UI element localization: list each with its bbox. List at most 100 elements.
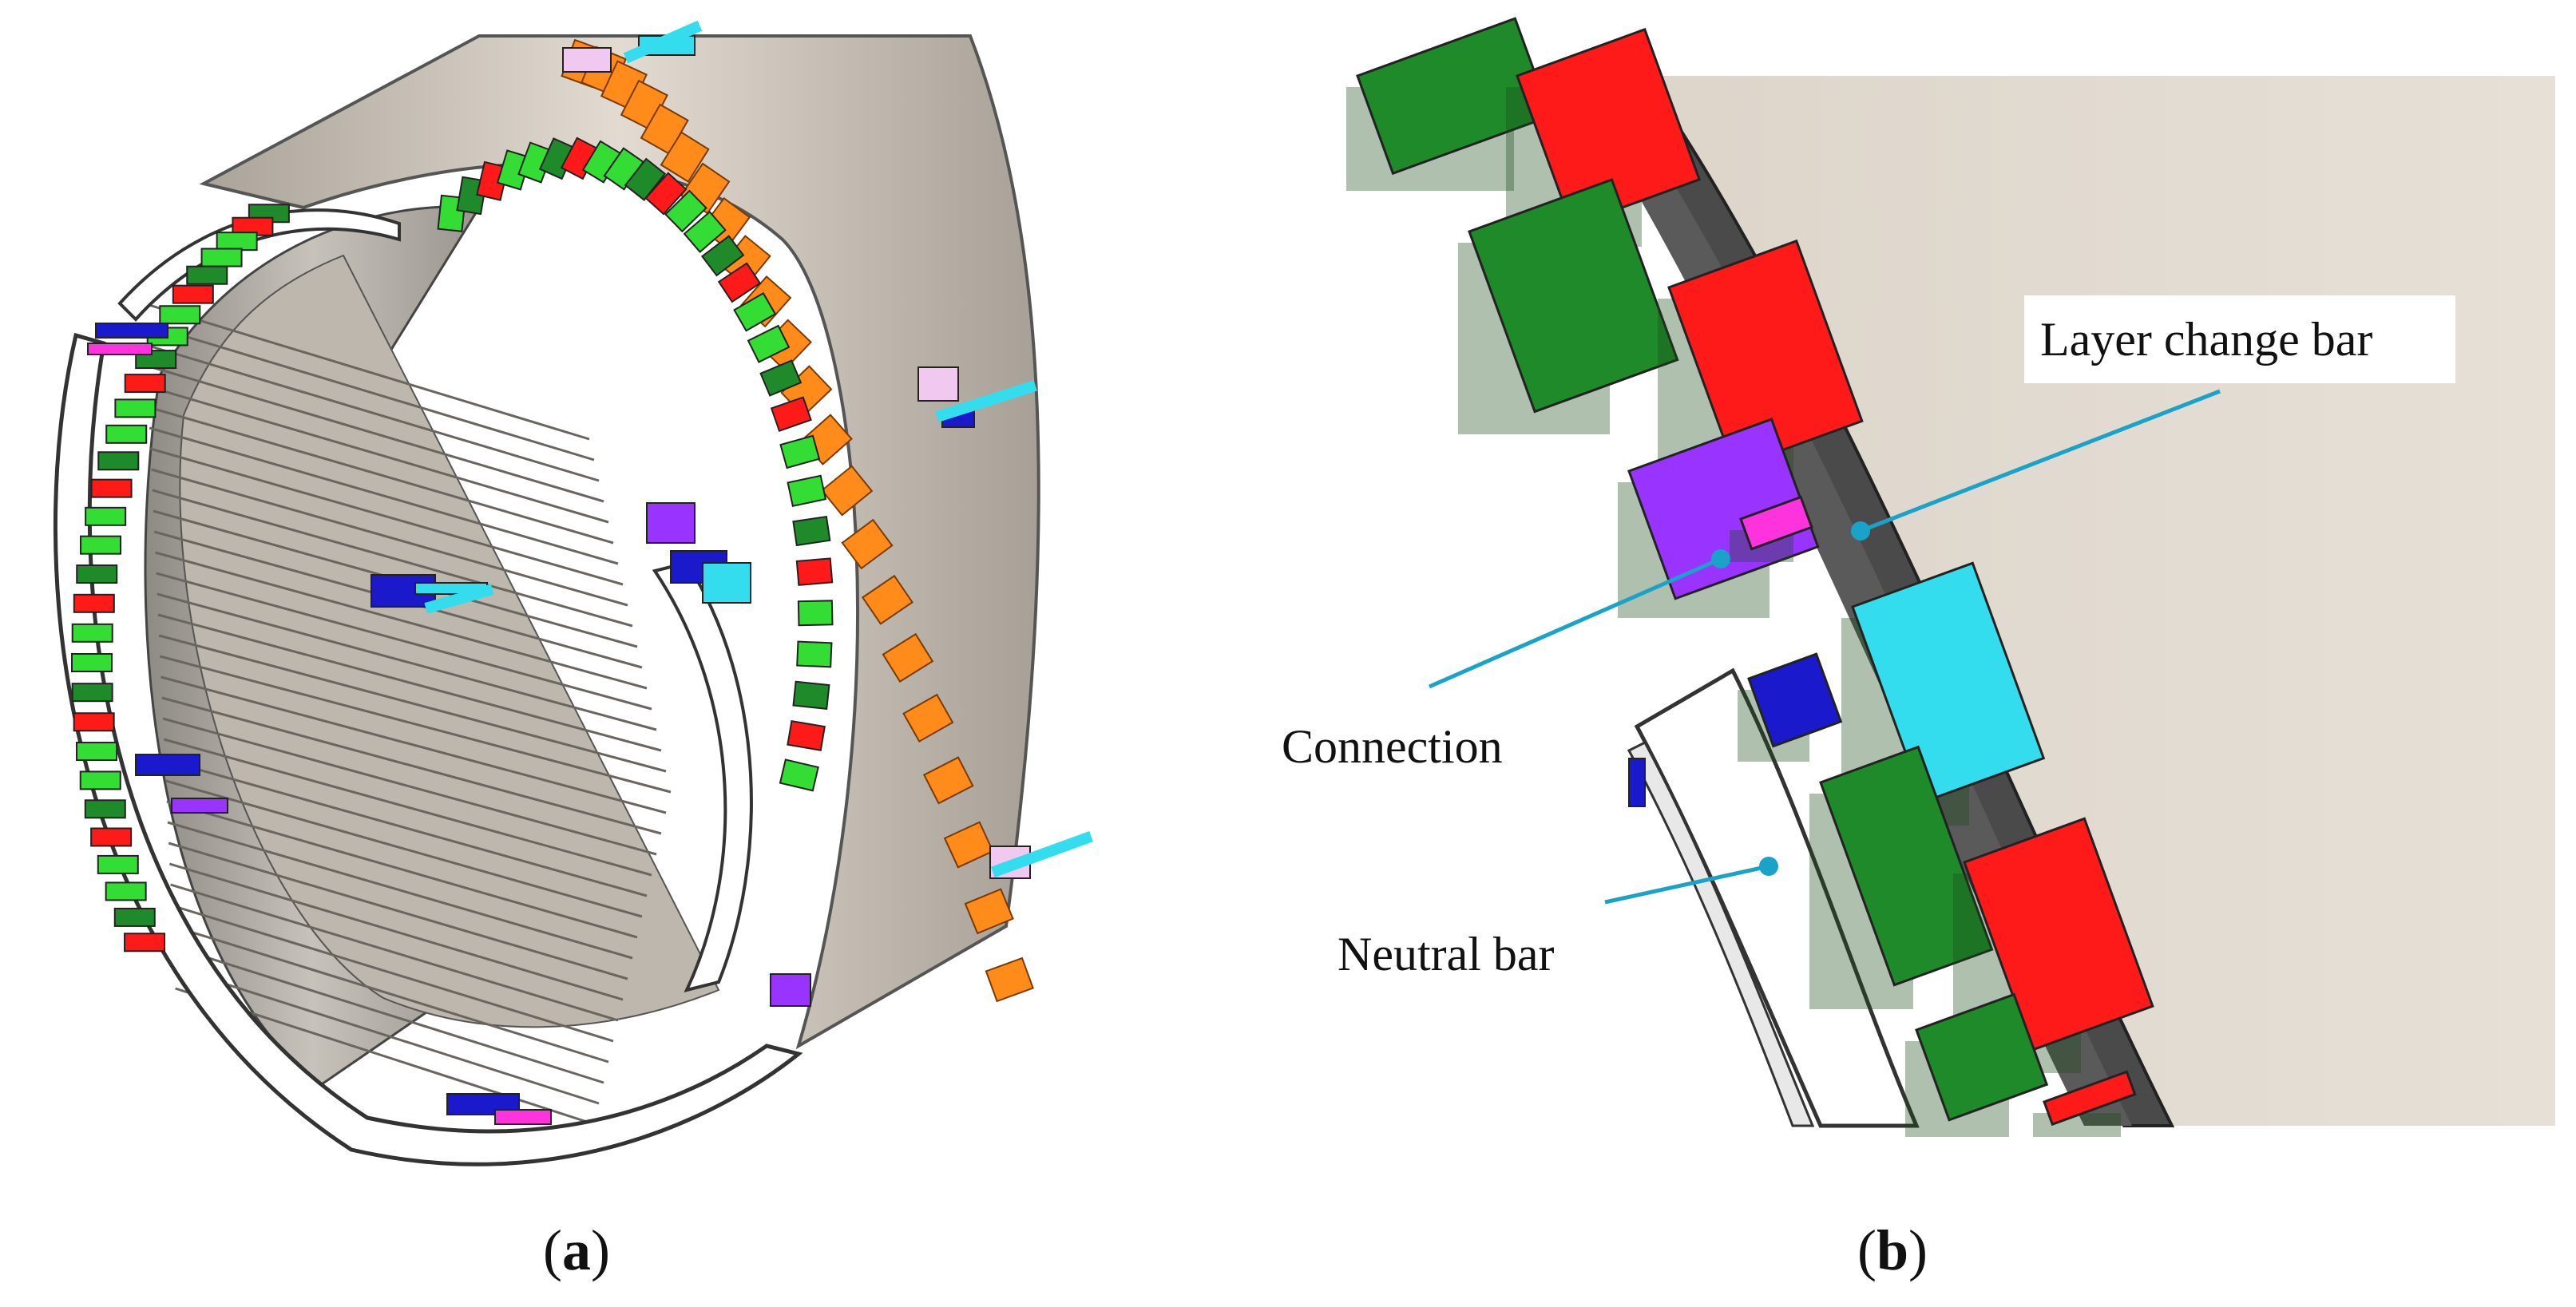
stator-slot-line (149, 426, 619, 565)
connector-bar (770, 973, 811, 1007)
connector-bar (646, 502, 696, 544)
coil (114, 398, 157, 418)
coil (779, 434, 821, 469)
stator-slot-line (152, 489, 633, 628)
coil (71, 653, 113, 673)
coil (1915, 992, 2049, 1122)
coil-orange (902, 693, 954, 743)
panel-a-stator-ring (53, 20, 1093, 1166)
coil (105, 424, 148, 444)
panel-a-caption: (a) (543, 1218, 610, 1282)
terminal-lead (623, 20, 703, 64)
stator-slot-line (167, 821, 633, 960)
coil (85, 506, 127, 526)
stator-slot-line (163, 738, 652, 877)
coil (797, 600, 834, 627)
coil (73, 593, 115, 613)
connector-bar (702, 562, 751, 604)
stator-slot-line (143, 302, 590, 441)
coil (113, 907, 156, 927)
coil (733, 291, 777, 332)
coil (1667, 239, 1864, 469)
coil (770, 396, 812, 433)
end-winding-coils (71, 20, 1093, 1125)
neutral-bar-ring (53, 332, 803, 1166)
coil (97, 854, 139, 874)
stator-slot-line (172, 945, 604, 1084)
stator-slot-line (146, 364, 604, 503)
coil (124, 933, 166, 953)
coil (186, 265, 228, 285)
stator-slot-line (148, 406, 614, 545)
coil (80, 535, 122, 555)
coil (1739, 495, 1813, 551)
connector-bar (917, 366, 959, 402)
stator-slot-line (170, 883, 619, 1022)
coil (796, 640, 833, 668)
coil (90, 478, 133, 498)
coil (79, 770, 121, 790)
coil (90, 827, 133, 847)
stator-slot-line (168, 862, 624, 1001)
coil (700, 235, 745, 277)
coil (787, 474, 827, 508)
coil (759, 359, 803, 397)
coil (97, 451, 140, 471)
coil-orange (841, 518, 894, 570)
connector-bar (1628, 758, 1646, 807)
coil (73, 712, 115, 732)
coil (124, 374, 166, 394)
connection-label: Connection (1282, 720, 1503, 773)
layer-change-bar-label-box (2024, 295, 2455, 383)
coil (787, 719, 826, 751)
coil (683, 210, 727, 253)
stator-slot-line (160, 655, 672, 794)
connector-bar (135, 754, 200, 776)
stator-slot-line (171, 904, 614, 1043)
coil (84, 799, 126, 819)
neutral-bar-detail-side (1627, 741, 1815, 1127)
stator-slot-line (155, 551, 648, 690)
neutral-bar-leader (1604, 864, 1770, 905)
coil (76, 564, 118, 584)
stator-slot-line (149, 447, 624, 586)
connection-pointer (1711, 549, 1730, 568)
panel-b-detail: Layer change bar Connection Neutral bar (1282, 17, 2555, 1137)
coil (71, 683, 113, 703)
coil (1963, 817, 2154, 1052)
layer-change-bar-label: Layer change bar (2040, 313, 2372, 366)
stator-slot-line (165, 779, 643, 918)
coil-orange (922, 756, 974, 805)
coil (105, 881, 147, 901)
coil (1819, 745, 1994, 987)
coil (76, 742, 118, 762)
stator-slot-line (162, 717, 657, 856)
stator-slot-line (173, 966, 600, 1105)
coil (1627, 418, 1820, 600)
coil (1356, 17, 1552, 176)
stator-slot-line (157, 592, 657, 731)
stator-slot-line (147, 385, 609, 524)
layer-change-bar-pointer (1851, 521, 1870, 541)
stator-slot-line (172, 925, 609, 1063)
detail-coils (1346, 17, 2154, 1137)
coil (1851, 561, 2046, 804)
coil (71, 623, 113, 643)
coil (624, 157, 667, 201)
coil-orange (861, 574, 913, 625)
terminal-lead (935, 380, 1037, 422)
connector-bar (562, 47, 612, 73)
coil (1747, 652, 1843, 748)
coil-orange (985, 956, 1034, 1003)
stator-slot-line (156, 572, 652, 711)
terminal-lead (424, 584, 494, 614)
coil (2043, 1070, 2137, 1127)
neutral-bar-inner (652, 560, 753, 992)
stator-slot-line (151, 468, 628, 607)
coil-orange (660, 131, 710, 184)
stator-slot-line (144, 323, 595, 461)
stator-slot-line (145, 343, 600, 482)
connector-bar (87, 343, 153, 355)
coil (216, 232, 258, 251)
coil (1468, 178, 1679, 414)
